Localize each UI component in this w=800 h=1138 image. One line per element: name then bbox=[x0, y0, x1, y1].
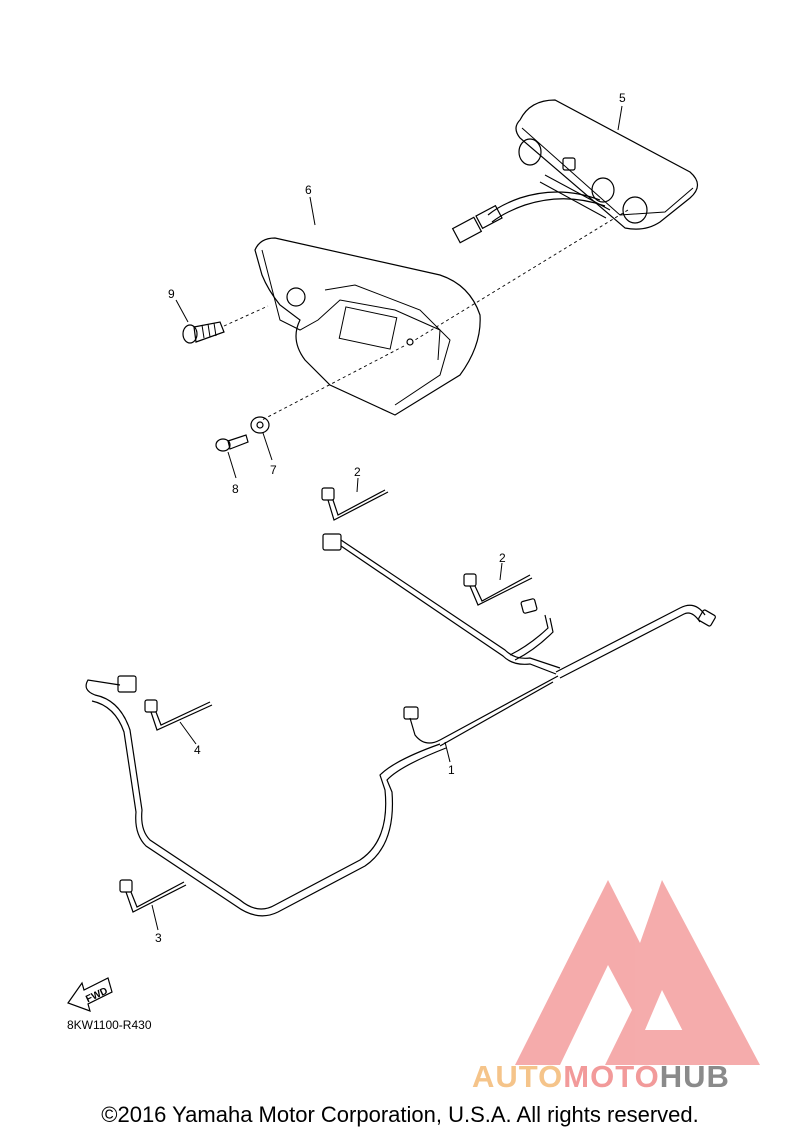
bolt bbox=[182, 321, 225, 344]
diagram-code: 8KW1100-R430 bbox=[67, 1018, 152, 1032]
part-label-4: 4 bbox=[194, 743, 201, 757]
fwd-arrow-icon: FWD bbox=[67, 977, 113, 1012]
watermark-logo bbox=[515, 880, 760, 1065]
part-label-2-middle: 2 bbox=[499, 551, 506, 565]
clamp-4 bbox=[144, 699, 213, 731]
wire-harness bbox=[85, 533, 716, 917]
part-label-2-upper: 2 bbox=[354, 465, 361, 479]
tail-light-unit bbox=[451, 99, 699, 244]
watermark-part3: HUB bbox=[660, 1059, 730, 1094]
clamp-3 bbox=[119, 879, 187, 913]
part-label-5: 5 bbox=[619, 91, 626, 105]
watermark-part2: MOTO bbox=[563, 1059, 659, 1094]
screw bbox=[215, 434, 249, 452]
washer bbox=[250, 416, 270, 434]
assembly-lines bbox=[223, 209, 629, 421]
watermark-text: AUTOMOTOHUB bbox=[472, 1059, 730, 1094]
part-label-3: 3 bbox=[155, 931, 162, 945]
tail-light-cover bbox=[254, 237, 481, 416]
part-label-7: 7 bbox=[270, 463, 277, 477]
part-label-6: 6 bbox=[305, 183, 312, 197]
part-label-8: 8 bbox=[232, 482, 239, 496]
clamp-middle bbox=[463, 573, 533, 606]
copyright-notice: ©2016 Yamaha Motor Corporation, U.S.A. A… bbox=[101, 1102, 699, 1127]
part-labels: 5 6 9 7 8 2 2 1 4 3 bbox=[155, 91, 626, 945]
part-label-1: 1 bbox=[448, 763, 455, 777]
part-label-9: 9 bbox=[168, 287, 175, 301]
watermark-part1: AUTO bbox=[472, 1059, 563, 1094]
leader-lines bbox=[151, 105, 623, 931]
clamp-upper bbox=[321, 487, 389, 521]
